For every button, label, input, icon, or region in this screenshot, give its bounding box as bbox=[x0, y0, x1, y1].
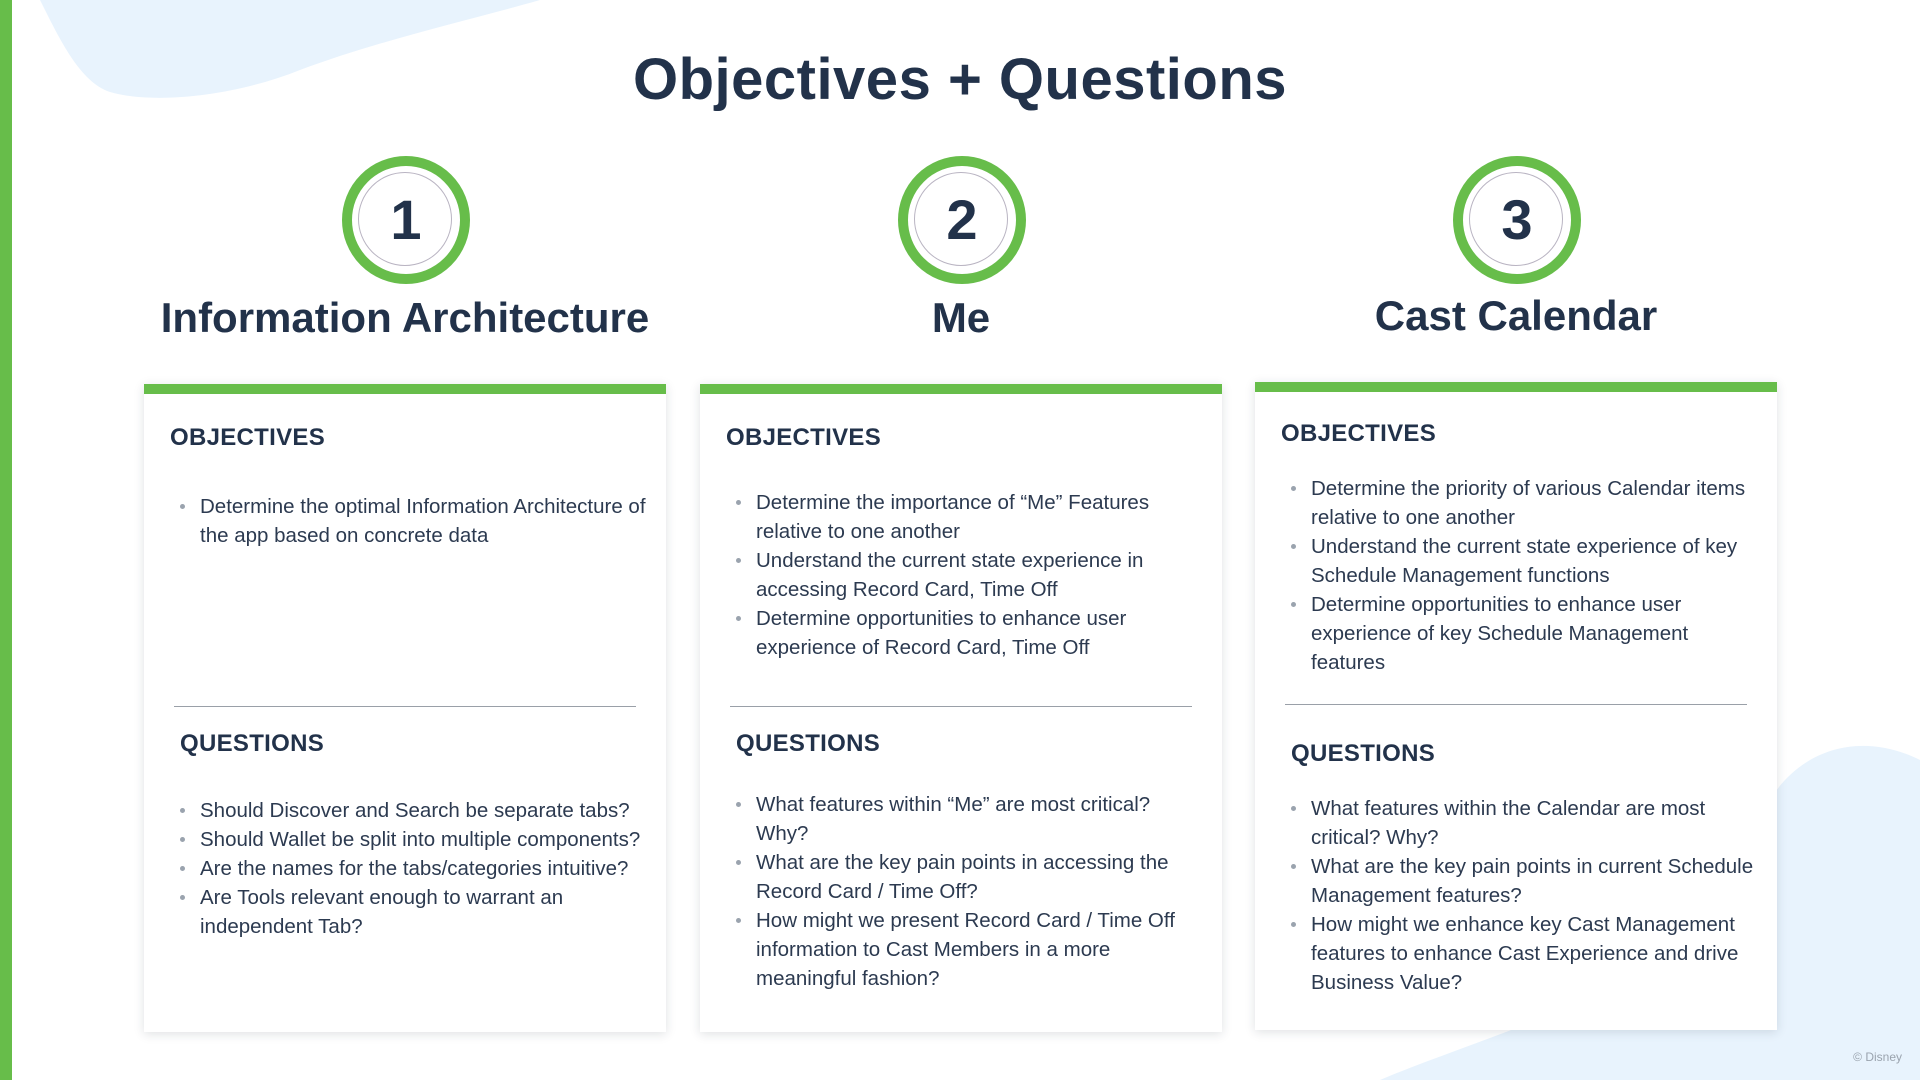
section-divider bbox=[730, 706, 1192, 707]
list-item: Are the names for the tabs/categories in… bbox=[178, 854, 648, 883]
section-divider bbox=[1285, 704, 1747, 705]
list-item: Determine the optimal Information Archit… bbox=[178, 492, 648, 550]
number-badge: 2 bbox=[898, 156, 1026, 284]
number-badge-inner-ring bbox=[914, 172, 1008, 266]
list-item: What features within the Calendar are mo… bbox=[1289, 794, 1759, 852]
page-title: Objectives + Questions bbox=[632, 47, 1288, 112]
list-item: How might we enhance key Cast Management… bbox=[1289, 910, 1759, 997]
number-badge: 1 bbox=[342, 156, 470, 284]
list-item: Should Discover and Search be separate t… bbox=[178, 796, 648, 825]
list-item: Understand the current state experience … bbox=[734, 546, 1204, 604]
objectives-questions-card: OBJECTIVES Determine the optimal Informa… bbox=[144, 384, 666, 1032]
column-title: Cast Calendar bbox=[1374, 292, 1658, 339]
objectives-list: Determine the optimal Information Archit… bbox=[178, 492, 648, 550]
questions-list: What features within the Calendar are mo… bbox=[1289, 794, 1759, 997]
column-title: Information Architecture bbox=[160, 294, 650, 341]
questions-heading: QUESTIONS bbox=[180, 730, 325, 757]
objectives-questions-card: OBJECTIVES Determine the importance of “… bbox=[700, 384, 1222, 1032]
objectives-list: Determine the importance of “Me” Feature… bbox=[734, 488, 1204, 662]
objectives-heading: OBJECTIVES bbox=[1281, 420, 1437, 447]
objectives-list: Determine the priority of various Calend… bbox=[1289, 474, 1759, 677]
list-item: Understand the current state experience … bbox=[1289, 532, 1759, 590]
list-item: How might we present Record Card / Time … bbox=[734, 906, 1204, 993]
list-item: What features within “Me” are most criti… bbox=[734, 790, 1204, 848]
questions-list: What features within “Me” are most criti… bbox=[734, 790, 1204, 993]
list-item: Are Tools relevant enough to warrant an … bbox=[178, 883, 648, 941]
left-accent-bar bbox=[0, 0, 12, 1080]
column-title: Me bbox=[931, 294, 991, 341]
list-item: Determine opportunities to enhance user … bbox=[734, 604, 1204, 662]
number-badge-text: 2 bbox=[946, 188, 978, 251]
questions-heading: QUESTIONS bbox=[736, 730, 881, 757]
background-blob-top bbox=[40, 0, 540, 98]
objectives-heading: OBJECTIVES bbox=[726, 424, 882, 451]
number-badge-inner-ring bbox=[358, 172, 452, 266]
number-badge-text: 3 bbox=[1501, 188, 1533, 251]
number-badge-text: 1 bbox=[390, 188, 422, 251]
section-divider bbox=[174, 706, 636, 707]
list-item: Determine the importance of “Me” Feature… bbox=[734, 488, 1204, 546]
questions-heading: QUESTIONS bbox=[1291, 740, 1436, 767]
objectives-heading: OBJECTIVES bbox=[170, 424, 326, 451]
background-blob-bottom bbox=[1380, 745, 1920, 1080]
list-item: What are the key pain points in current … bbox=[1289, 852, 1759, 910]
objectives-questions-card: OBJECTIVES Determine the priority of var… bbox=[1255, 382, 1777, 1030]
copyright-notice: © Disney bbox=[1853, 1050, 1902, 1064]
list-item: What are the key pain points in accessin… bbox=[734, 848, 1204, 906]
number-badge-inner-ring bbox=[1469, 172, 1563, 266]
number-badge: 3 bbox=[1453, 156, 1581, 284]
list-item: Should Wallet be split into multiple com… bbox=[178, 825, 648, 854]
questions-list: Should Discover and Search be separate t… bbox=[178, 796, 648, 941]
list-item: Determine the priority of various Calend… bbox=[1289, 474, 1759, 532]
list-item: Determine opportunities to enhance user … bbox=[1289, 590, 1759, 677]
